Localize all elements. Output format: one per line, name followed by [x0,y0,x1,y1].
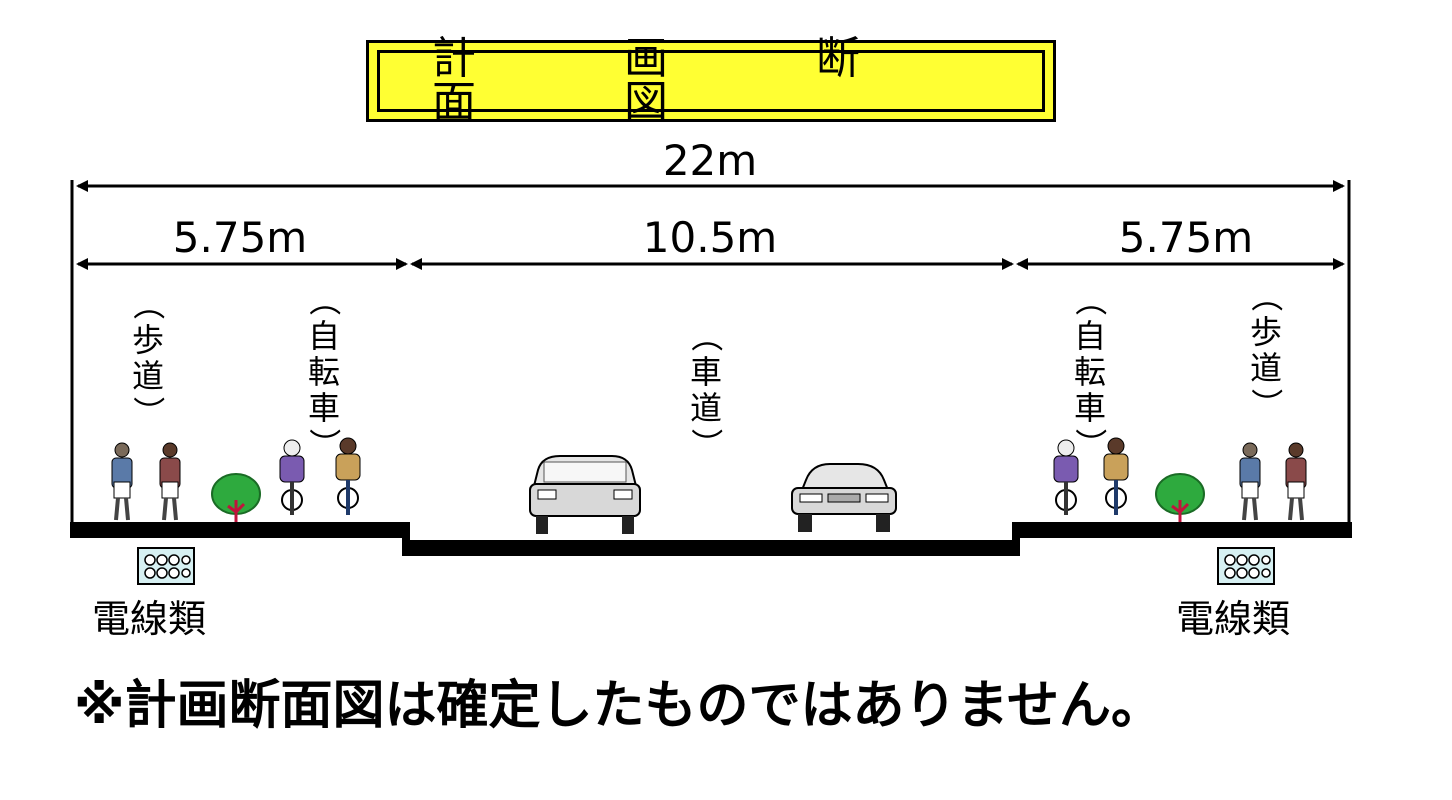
char: 自 [307,317,340,355]
char: 道 [1249,349,1282,387]
cable-box-right [1217,547,1275,585]
pedestrian-icon [159,442,181,521]
car-icon [529,455,641,534]
title-box: 計 画 断 面 図 [366,37,1056,125]
cable-box-left [137,547,195,585]
char: 歩 [131,321,164,359]
center-width-label: 10.5m [642,213,778,262]
diagram-title: 計 画 断 面 図 [432,33,1008,128]
cyclist-icon [1103,437,1129,515]
ground-profile [70,522,1352,556]
pedestrian-icon [1239,442,1261,521]
char: 車 [307,389,340,427]
pedestrian-icon [111,442,133,521]
pedestrian-icon [1285,442,1307,521]
bush-icon [211,473,261,522]
right-width-label: 5.75m [1118,213,1254,262]
total-width-label: 22m [662,136,758,185]
char: 車 [1073,389,1106,427]
bush-icon [1155,473,1205,522]
left-width-label: 5.75m [172,213,308,262]
char: 道 [689,389,722,427]
cyclist-icon [335,437,361,515]
left-bike-lane-label: （ 自 転 車 ） [304,282,344,462]
char: 転 [307,353,340,391]
right-sidewalk-label: （ 歩 道 ） [1246,278,1286,422]
char: 自 [1073,317,1106,355]
cable-label-right: 電線類 [1176,597,1291,641]
cyclist-icon [1053,439,1079,515]
disclaimer-note: ※計画断面図は確定したものではありません。 [74,676,1163,736]
title-inner-frame: 計 画 断 面 図 [377,37,1045,125]
right-bike-lane-label: （ 自 転 車 ） [1070,282,1110,462]
char: 転 [1073,353,1106,391]
roadway-label: （ 車 道 ） [686,318,726,462]
cable-label-left: 電線類 [92,597,207,641]
char: 車 [689,353,722,391]
car-icon [791,463,897,532]
char: 歩 [1249,313,1282,351]
cyclist-icon [279,439,305,515]
left-sidewalk-label: （ 歩 道 ） [128,286,168,430]
char: 道 [131,357,164,395]
